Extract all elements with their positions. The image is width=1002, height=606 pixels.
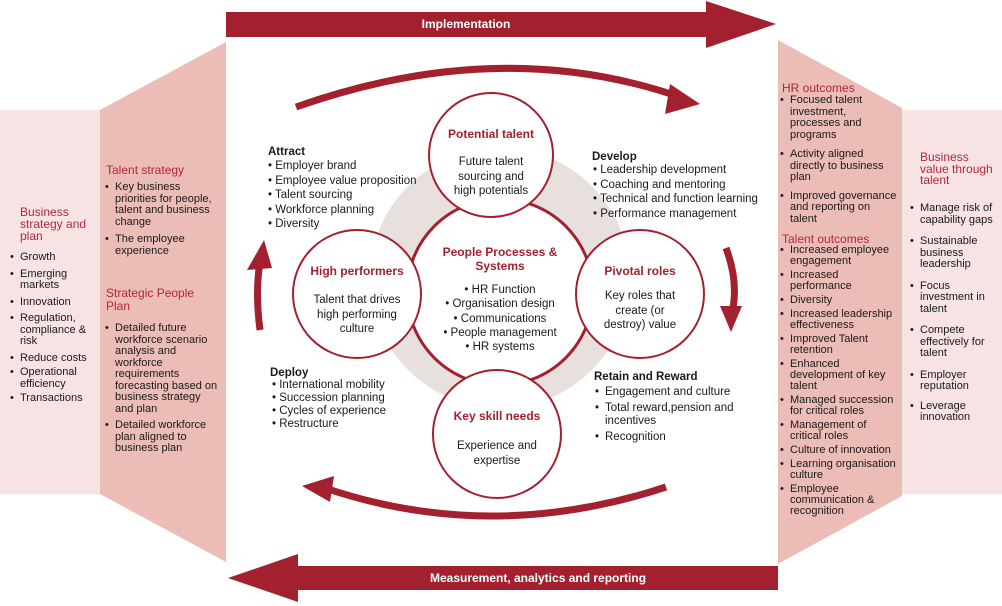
left-cycle-arrowhead (247, 240, 272, 270)
list-item: Succession planning (272, 392, 386, 405)
hr-outcomes-title: HR outcomes (782, 81, 855, 95)
key-skill-title: Key skill needs (453, 409, 541, 423)
strategic-people-plan-list: Detailed future workforce scenario analy… (104, 322, 220, 455)
list-item: Restructure (272, 418, 386, 431)
list-item: Performance management (593, 207, 758, 222)
list-item: Sustainable business leadership (909, 235, 1001, 271)
list-item: Detailed workforce plan aligned to busin… (104, 419, 220, 455)
list-item: Emerging markets (9, 268, 99, 292)
high-performers-desc: Talent that drives high performing cultu… (313, 294, 401, 335)
list-item: Operational efficiency (9, 366, 99, 390)
develop-title: Develop (592, 151, 637, 163)
list-item: Increased leadership effectiveness (779, 309, 899, 331)
list-item: Increased employee engagement (779, 245, 899, 267)
list-item: Coaching and mentoring (593, 178, 758, 193)
list-item: Employee communication & recognition (779, 484, 899, 517)
measurement-arrow (228, 554, 778, 602)
list-item: Increased performance (779, 270, 899, 292)
talent-strategy-list: Key business priorities for people, tale… (104, 181, 216, 257)
list-item: Total reward,pension and incentives (594, 402, 734, 428)
pivotal-roles-circle (575, 229, 705, 359)
list-item: Technical and function learning (593, 192, 758, 207)
list-item: Activity aligned directly to business pl… (779, 148, 897, 184)
list-item: Communications (436, 312, 564, 326)
attract-title: Attract (268, 146, 306, 158)
high-performers-title: High performers (310, 264, 404, 278)
bottom-cycle-arrowhead (302, 476, 334, 502)
list-item: Managed succession for critical roles (779, 395, 899, 417)
list-item: Detailed future workforce scenario analy… (104, 322, 220, 415)
list-item: Employer reputation (909, 369, 1001, 393)
list-item: Employer brand (268, 159, 417, 174)
key-skill-circle (432, 369, 562, 499)
list-item: HR Function (436, 283, 564, 297)
list-item: Transactions (9, 392, 99, 405)
list-item: Diversity (268, 217, 417, 232)
list-item: Diversity (779, 295, 899, 307)
potential-talent-circle (428, 92, 554, 218)
list-item: Talent sourcing (268, 188, 417, 203)
right-cycle-arrow (722, 246, 738, 309)
center-title: People Processes & Systems (442, 245, 558, 273)
list-item: Engagement and culture (594, 386, 734, 399)
list-item: International mobility (272, 379, 386, 392)
list-item: Recognition (594, 431, 734, 444)
list-item: Manage risk of capability gaps (909, 202, 1001, 226)
business-strategy-title: Business strategy and plan (20, 205, 87, 243)
key-skill-desc: Experience and expertise (457, 440, 537, 467)
list-item: Culture of innovation (779, 445, 899, 457)
list-item: Workforce planning (268, 203, 417, 218)
pivotal-roles-title: Pivotal roles (604, 264, 676, 278)
list-item: Innovation (9, 296, 99, 309)
list-item: Cycles of experience (272, 405, 386, 418)
implementation-label: Implementation (421, 17, 511, 31)
top-cycle-arrow (294, 64, 682, 111)
retain-title: Retain and Reward (594, 371, 698, 383)
list-item: Improved governance and reporting on tal… (779, 190, 897, 226)
list-item: Reduce costs (9, 352, 99, 365)
list-item: Employee value proposition (268, 174, 416, 189)
deploy-title: Deploy (270, 367, 309, 379)
list-item: HR systems (436, 340, 564, 354)
center-list: HR Function Organisation design Communic… (436, 283, 564, 354)
list-item: Learning organisation culture (779, 459, 899, 481)
list-item: Growth (9, 251, 99, 264)
attract-list: Employer brand Employee value propositio… (268, 159, 417, 232)
list-item: Enhanced development of key talent (779, 359, 899, 392)
list-item: Focus investment in talent (909, 280, 1001, 316)
list-item: Improved Talent retention (779, 334, 899, 356)
left-cycle-arrow (254, 261, 264, 331)
retain-list: Engagement and culture Total reward,pens… (594, 386, 734, 444)
top-cycle-arrowhead (665, 84, 700, 114)
potential-talent-title: Potential talent (447, 127, 534, 141)
pivotal-roles-desc: Key roles that create (or destroy) value (603, 290, 677, 331)
list-item: Regulation, compliance & risk (9, 312, 99, 348)
talent-outcomes-title: Talent outcomes (782, 232, 870, 246)
talent-outcomes-list: Increased employee engagement Increased … (779, 245, 899, 517)
list-item: Management of critical roles (779, 420, 899, 442)
deploy-list: International mobility Succession planni… (272, 379, 386, 431)
strategic-people-plan-title: Strategic People Plan (106, 286, 195, 313)
list-item: Leverage innovation (909, 400, 1001, 424)
business-strategy-list: Growth Emerging markets Innovation Regul… (9, 251, 99, 405)
list-item: The employee experience (104, 233, 216, 257)
potential-talent-desc: Future talent sourcing and high potentia… (453, 156, 529, 197)
implementation-arrow (226, 1, 776, 48)
develop-list: Leadership development Coaching and ment… (593, 163, 758, 221)
hr-outcomes-list: Focused talent investment, processes and… (779, 94, 897, 226)
list-item: Key business priorities for people, tale… (104, 181, 216, 228)
business-value-list: Manage risk of capability gaps Sustainab… (909, 202, 1001, 424)
list-item: Leadership development (593, 163, 758, 178)
list-item: Compete effectively for talent (909, 324, 1001, 360)
talent-strategy-title: Talent strategy (106, 163, 185, 177)
measurement-label: Measurement, analytics and reporting (429, 571, 647, 585)
list-item: Focused talent investment, processes and… (779, 94, 897, 141)
list-item: Organisation design (436, 297, 564, 311)
list-item: People management (436, 326, 564, 340)
business-value-title: Business value through talent (920, 150, 993, 187)
bottom-cycle-arrow (320, 483, 668, 520)
right-cycle-arrowhead (720, 306, 742, 332)
